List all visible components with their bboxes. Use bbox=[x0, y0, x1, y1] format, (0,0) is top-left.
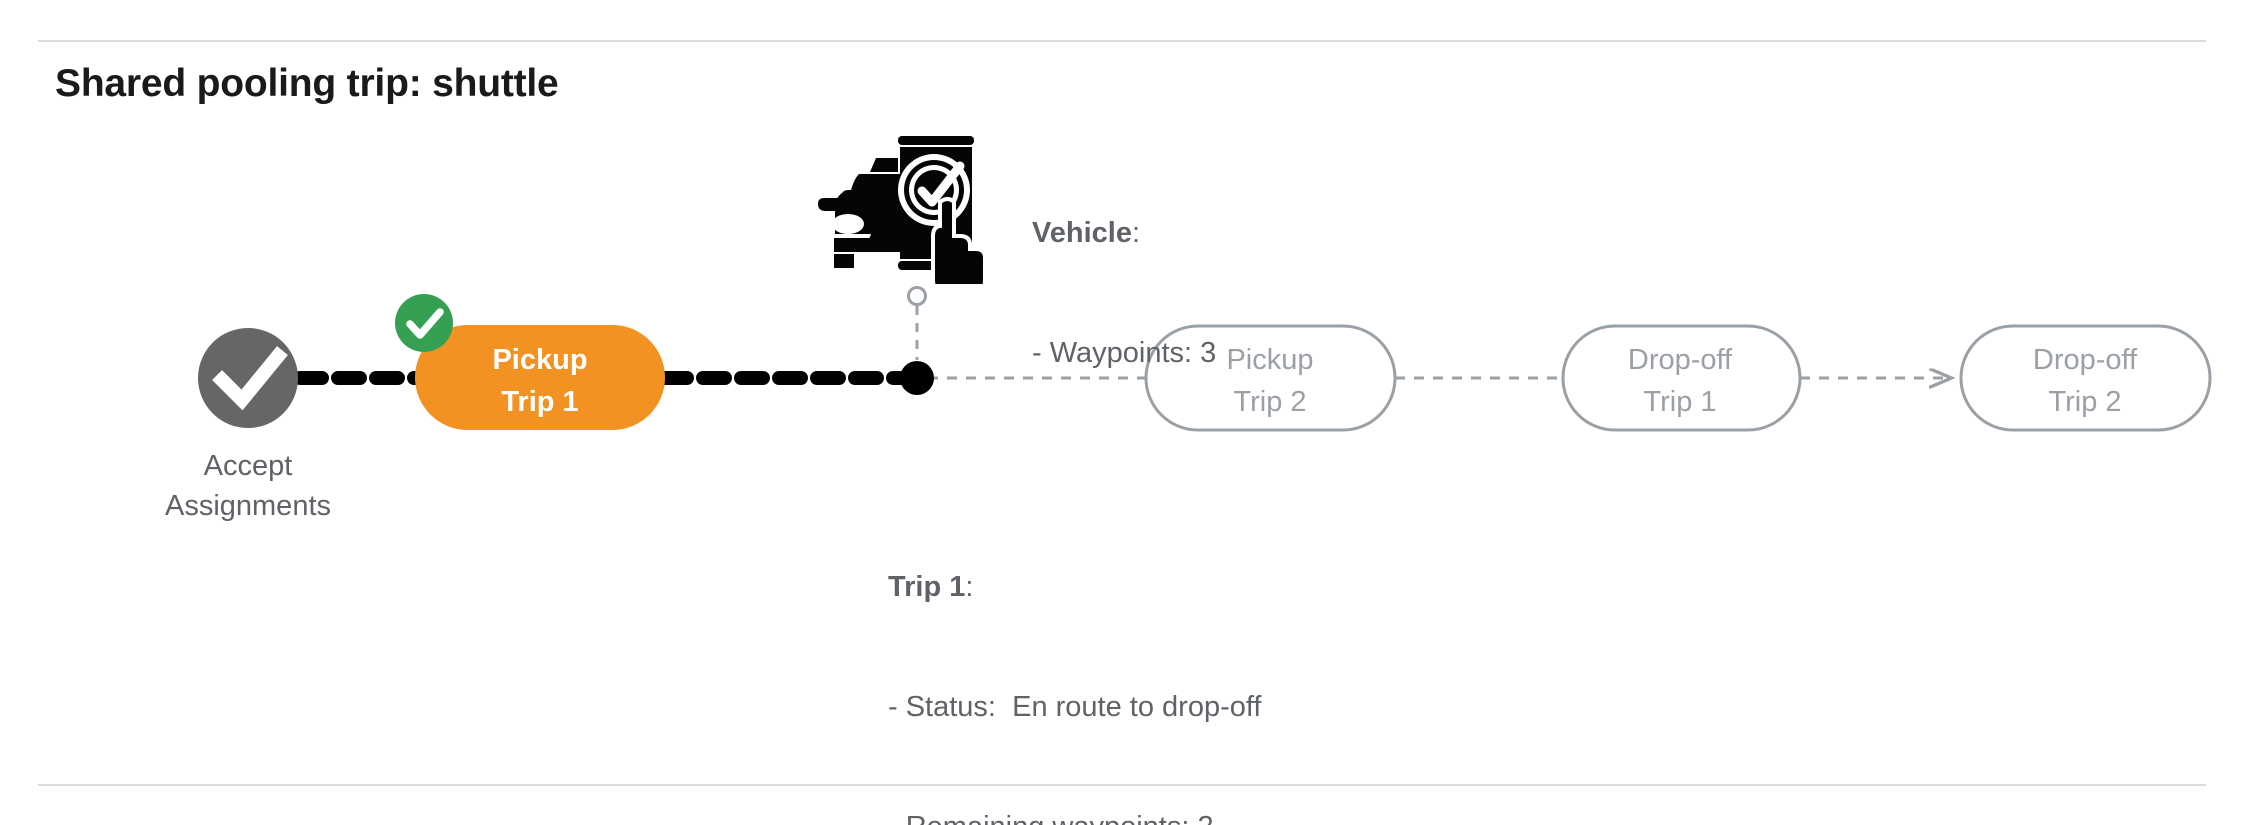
check-circle-icon bbox=[198, 328, 298, 428]
check-glyph bbox=[212, 346, 288, 411]
accept-assignments-caption: Accept Assignments bbox=[164, 450, 331, 522]
vehicle-phone-check-icon bbox=[818, 136, 987, 284]
trip1-heading: Trip 1: bbox=[888, 571, 974, 603]
node-dropoff-trip-2[interactable] bbox=[1959, 324, 2212, 432]
page-title: Shared pooling trip: shuttle bbox=[55, 62, 559, 105]
current-position-dot bbox=[900, 361, 934, 395]
vehicle-info-row: - Waypoints: 3 bbox=[1032, 337, 1217, 369]
node-pickup-trip-1[interactable] bbox=[415, 325, 665, 430]
vehicle-info-heading: Vehicle: bbox=[1032, 217, 1141, 249]
node-pickup-trip-2[interactable] bbox=[1144, 324, 1397, 432]
trip1-waypoints-row: - Remaining waypoints: 2 bbox=[888, 807, 1261, 825]
check-badge-icon bbox=[395, 294, 453, 352]
top-divider bbox=[38, 40, 2206, 42]
vehicle-info-block: Vehicle: - Waypoints: 3 bbox=[1032, 133, 1216, 453]
vehicle-anchor-ring bbox=[907, 286, 927, 306]
node-dropoff-trip-1[interactable] bbox=[1561, 324, 1802, 432]
trip1-status-row: - Status: En route to drop-off bbox=[888, 691, 1262, 723]
node-accept-assignments[interactable] bbox=[198, 328, 298, 428]
bottom-divider bbox=[38, 784, 2206, 786]
vehicle-position-marker bbox=[900, 286, 934, 395]
trip-info-block: Trip 1: - Status: En route to drop-off -… bbox=[888, 487, 1261, 825]
